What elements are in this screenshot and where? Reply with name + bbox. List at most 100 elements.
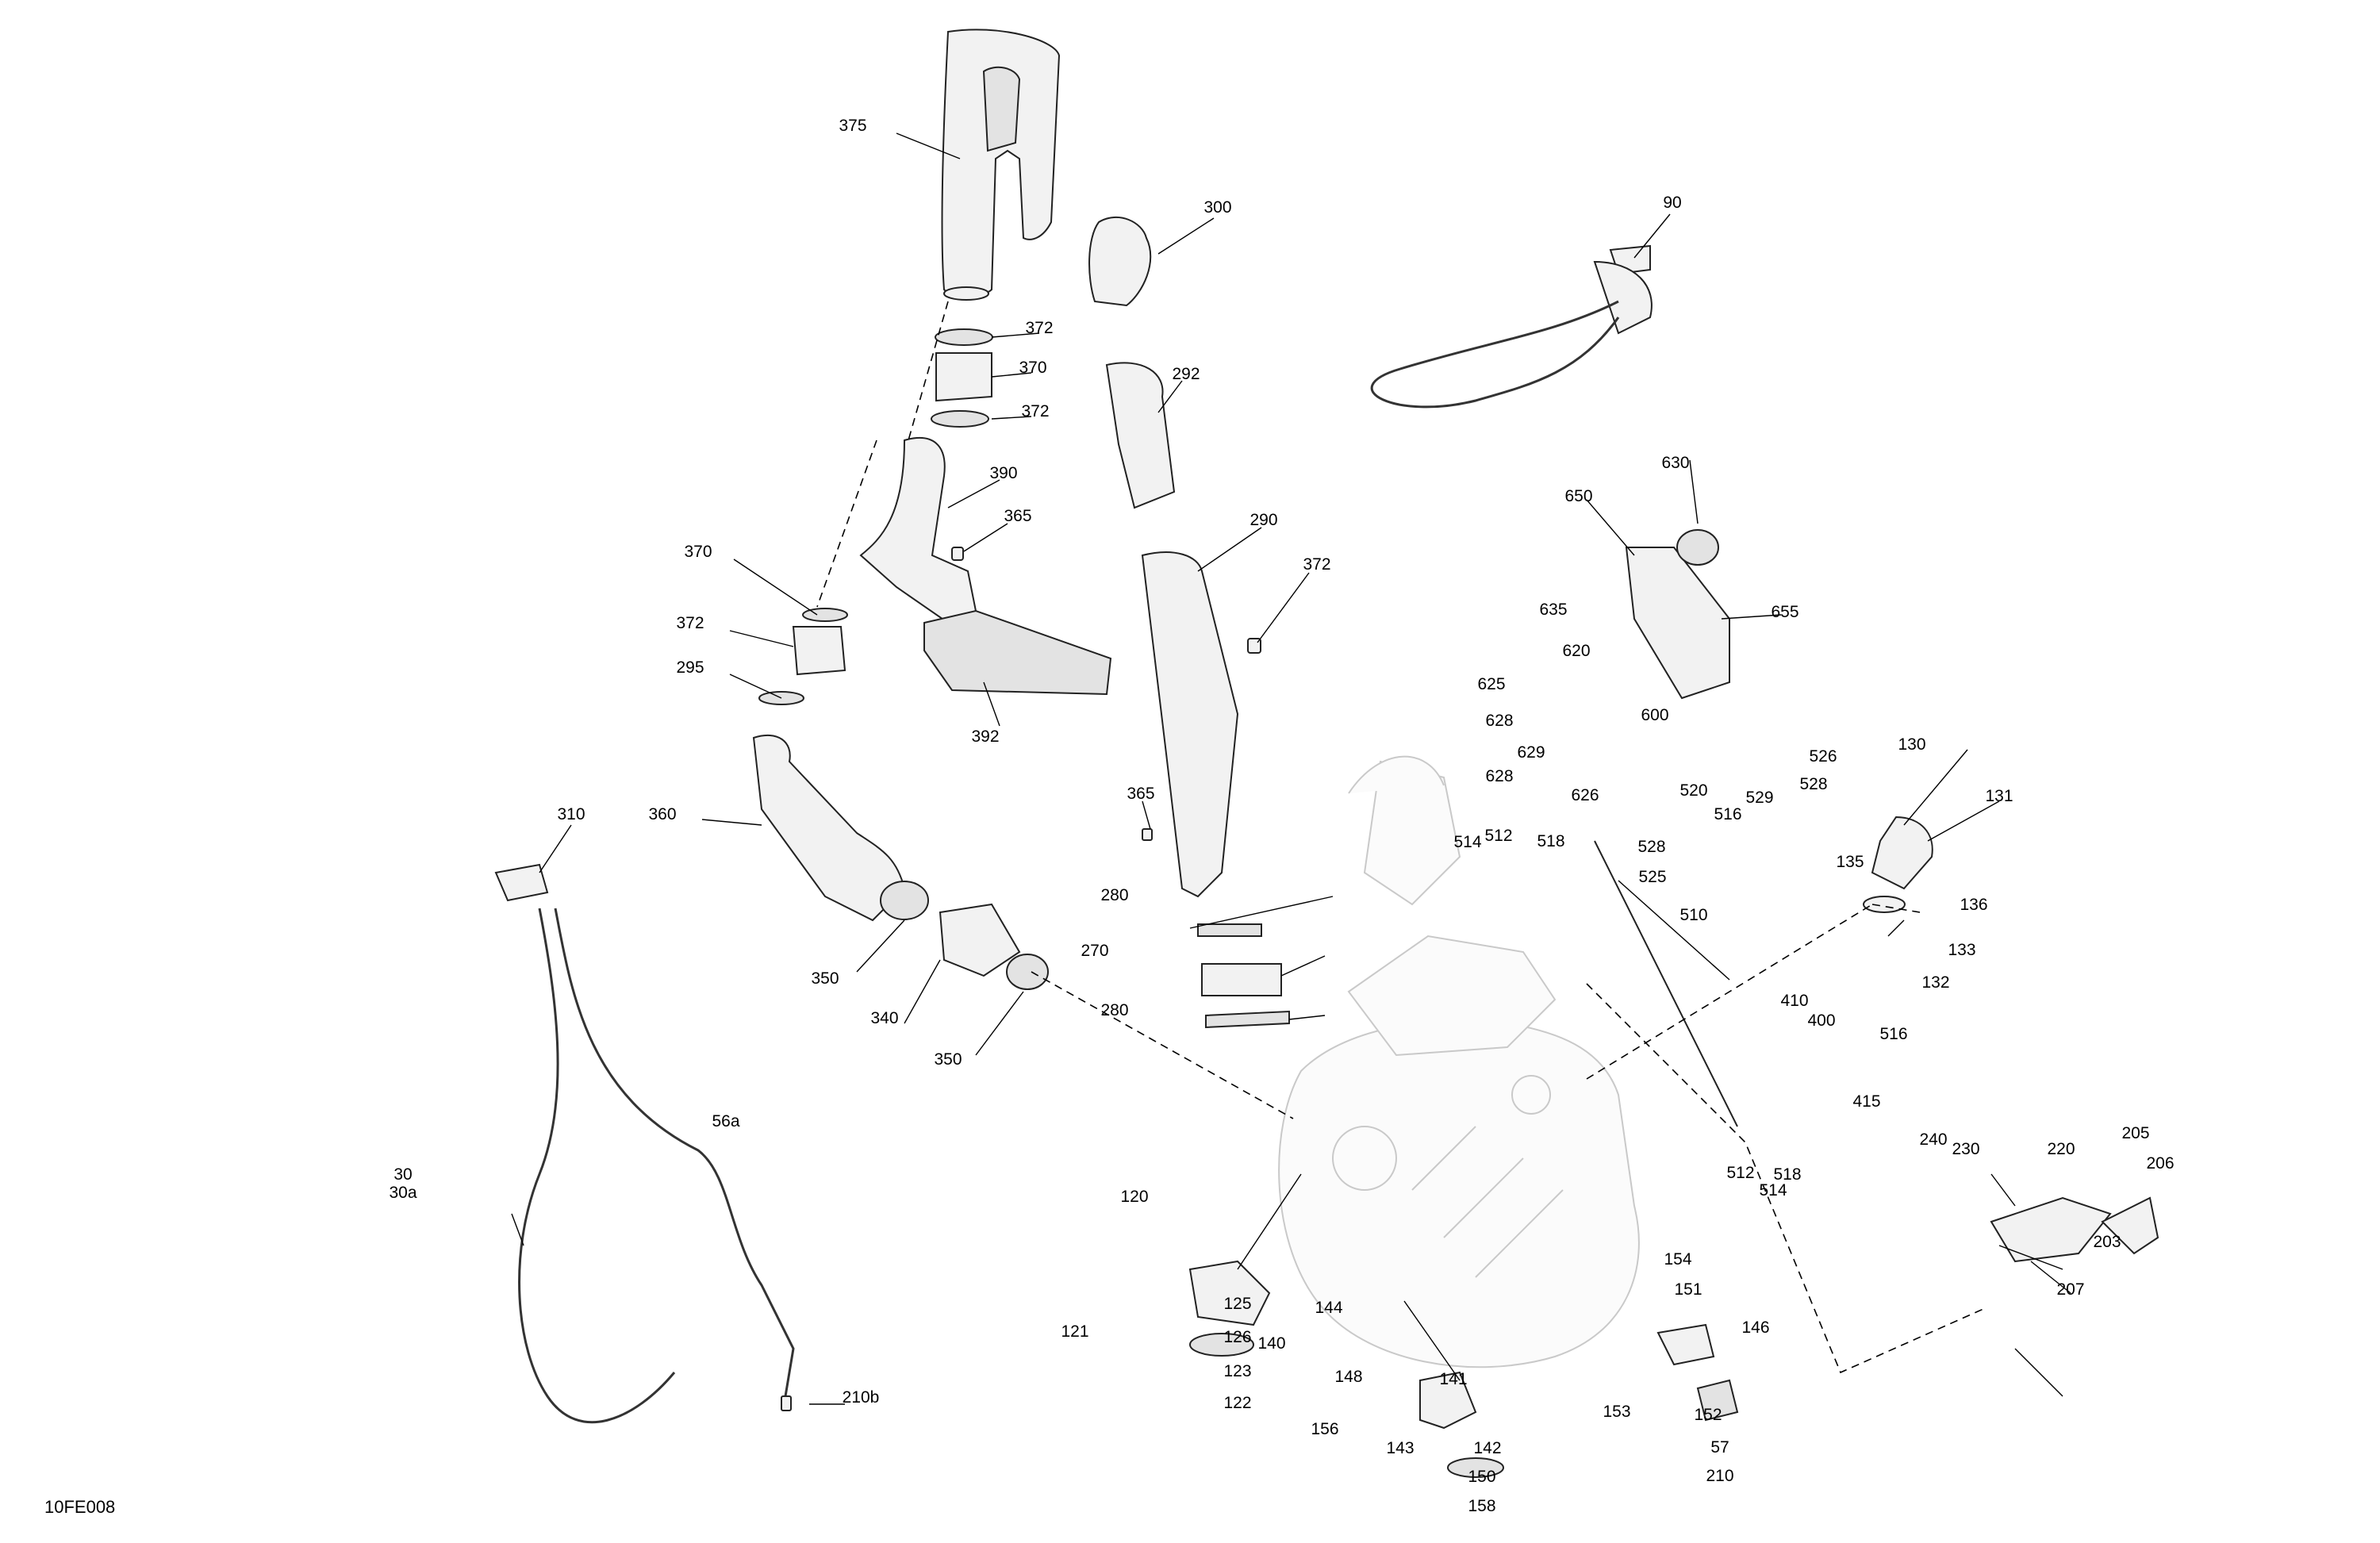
callout-label: 295: [676, 658, 704, 677]
center-pipes: [1088, 216, 1290, 1029]
callout-label: 141: [1439, 1370, 1467, 1388]
callout-label: 655: [1771, 603, 1798, 621]
callout-label: 125: [1223, 1295, 1251, 1313]
callout-label: 365: [1004, 507, 1031, 525]
callout-label: 206: [2146, 1154, 2174, 1173]
callout-label: 132: [1921, 973, 1949, 992]
callout-label: 625: [1477, 675, 1505, 693]
callout-label: 210b: [843, 1388, 880, 1407]
callout-label: 340: [870, 1009, 898, 1027]
callout-label: 126: [1223, 1328, 1251, 1346]
callout-label: 156: [1311, 1420, 1338, 1438]
reference-code: 10FE008: [44, 1497, 116, 1517]
engine-ghost: [1278, 755, 1640, 1368]
callout-label: 30: [393, 1165, 412, 1184]
callout-label: 300: [1203, 198, 1231, 217]
callout-label: 230: [1952, 1140, 1979, 1158]
callout-label: 372: [676, 614, 704, 632]
callout-label: 392: [971, 727, 999, 746]
callout-label: 415: [1852, 1092, 1880, 1111]
callout-label: 205: [2121, 1124, 2149, 1142]
callout-label: 280: [1100, 886, 1128, 904]
callout-label: 518: [1537, 832, 1564, 850]
callout-label: 514: [1453, 833, 1481, 851]
callout-label: 525: [1638, 868, 1666, 886]
callout-label: 528: [1799, 775, 1827, 793]
callout-label: 153: [1603, 1403, 1630, 1421]
callout-label: 142: [1473, 1439, 1501, 1457]
callout-label: 372: [1303, 555, 1330, 574]
callout-label: 630: [1661, 454, 1689, 472]
callout-label: 146: [1741, 1318, 1769, 1337]
vent-line: [494, 863, 795, 1424]
callout-label: 136: [1960, 896, 1987, 914]
callout-label: 350: [934, 1050, 962, 1069]
callout-label: 30a: [389, 1184, 416, 1202]
callout-label: 140: [1257, 1334, 1285, 1353]
callout-label: 629: [1517, 743, 1545, 762]
callout-leaders: [511, 132, 2071, 1405]
callout-label: 135: [1836, 853, 1864, 871]
callout-label: 600: [1641, 706, 1668, 724]
callout-label: 360: [648, 805, 676, 823]
callout-label: 123: [1223, 1362, 1251, 1380]
callout-label: 290: [1250, 511, 1277, 529]
alignment-lines: [816, 301, 1984, 1374]
callout-labels: 375 300 90 372 370 372 292 390 365 290 372 370 372 29…: [389, 117, 2174, 1515]
callout-label: 635: [1539, 601, 1567, 619]
callout-label: 512: [1484, 827, 1512, 845]
callout-label: 143: [1386, 1439, 1414, 1457]
callout-label: 370: [684, 543, 712, 561]
callout-label: 626: [1571, 786, 1599, 804]
callout-label: 375: [839, 117, 866, 135]
callout-label: 292: [1172, 365, 1200, 383]
callout-label: 144: [1315, 1299, 1342, 1317]
callout-label: 620: [1562, 642, 1590, 660]
callout-label: 154: [1664, 1250, 1691, 1269]
callout-label: 220: [2047, 1140, 2075, 1158]
callout-label: 372: [1025, 319, 1053, 337]
callout-label: 512: [1726, 1164, 1754, 1182]
callout-label: 526: [1809, 747, 1837, 766]
callout-label: 150: [1468, 1468, 1495, 1486]
callout-label: 365: [1127, 785, 1154, 803]
callout-label: 516: [1879, 1025, 1907, 1043]
callout-label: 528: [1637, 838, 1665, 856]
handlebar-components: [1370, 244, 1730, 700]
callout-label: 400: [1807, 1011, 1835, 1030]
callout-label: 122: [1223, 1394, 1251, 1412]
callout-label: 520: [1679, 781, 1707, 800]
callout-label: 510: [1679, 906, 1707, 924]
callout-label: 130: [1898, 735, 1925, 754]
callout-label: 56a: [712, 1112, 739, 1130]
callout-label: 158: [1468, 1497, 1495, 1515]
callout-label: 310: [557, 805, 585, 823]
callout-label: 121: [1061, 1322, 1088, 1341]
callout-label: 207: [2056, 1280, 2084, 1299]
callout-label: 203: [2093, 1233, 2121, 1251]
callout-label: 131: [1985, 787, 2013, 805]
callout-label: 410: [1780, 992, 1808, 1010]
callout-label: 529: [1745, 789, 1773, 807]
callout-label: 152: [1694, 1406, 1722, 1424]
callout-label: 240: [1919, 1130, 1947, 1149]
callout-label: 350: [811, 969, 839, 988]
callout-label: 280: [1100, 1001, 1128, 1019]
callout-label: 372: [1021, 402, 1049, 420]
callout-label: 210: [1706, 1467, 1733, 1485]
callout-label: 628: [1485, 712, 1513, 730]
callout-label: 120: [1120, 1188, 1148, 1206]
callout-label: 90: [1663, 194, 1681, 212]
callout-label: 370: [1019, 359, 1046, 377]
callout-label: 57: [1710, 1438, 1729, 1457]
callout-label: 514: [1759, 1181, 1787, 1199]
callout-label: 650: [1564, 487, 1592, 505]
callout-label: 270: [1081, 942, 1108, 960]
mount-parts: [1188, 1260, 1739, 1478]
callout-label: 151: [1674, 1280, 1702, 1299]
callout-label: 628: [1485, 767, 1513, 785]
callout-label: 518: [1773, 1165, 1801, 1184]
linkage-parts: [1594, 816, 2159, 1263]
callout-label: 390: [989, 464, 1017, 482]
air-intake-parts: [752, 29, 1112, 990]
